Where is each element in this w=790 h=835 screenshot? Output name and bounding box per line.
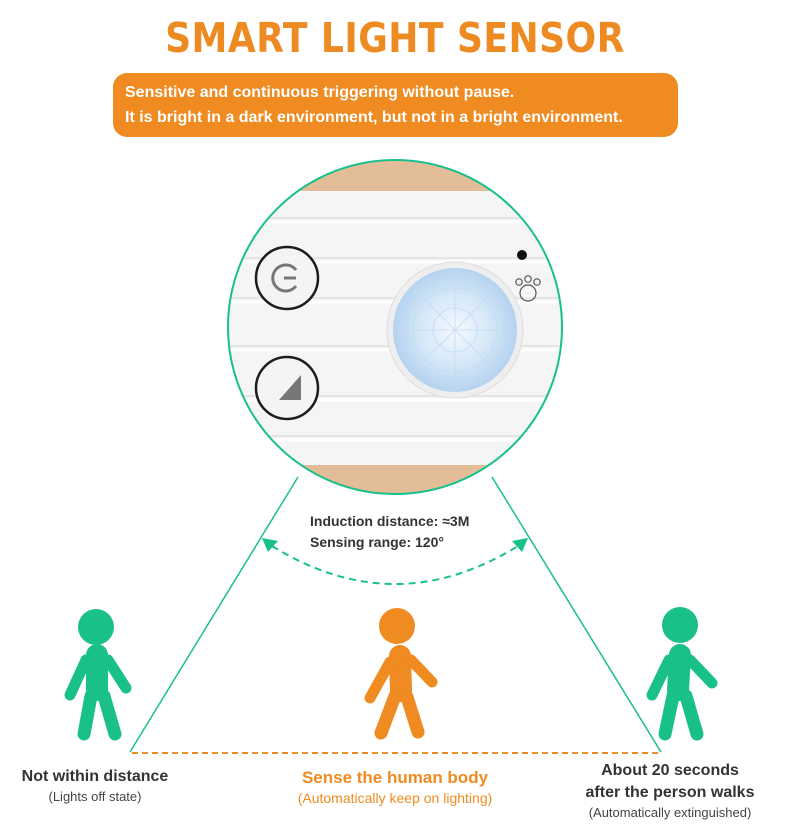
- state-after-leaving: About 20 seconds after the person walks …: [575, 760, 765, 822]
- state-label-line-1: About 20 seconds: [601, 762, 739, 779]
- person-icon: [64, 609, 132, 741]
- state-label-line-2: after the person walks: [585, 784, 755, 801]
- state-label: Not within distance: [21, 768, 169, 785]
- indicator-dot-icon: [517, 250, 527, 260]
- page-title: SMART LIGHT SENSOR: [165, 14, 625, 62]
- person-icon: [364, 608, 438, 740]
- feature-banner: Sensitive and continuous triggering with…: [113, 73, 678, 137]
- state-sub: (Automatically keep on lighting): [297, 790, 493, 806]
- power-button-icon: [254, 245, 320, 311]
- state-label: Sense the human body: [301, 768, 489, 787]
- arc-arrow-left-icon: [262, 538, 278, 552]
- state-sub: (Automatically extinguished): [588, 805, 752, 820]
- arc-arrow-right-icon: [512, 538, 528, 552]
- triangle-mode-icon: [254, 355, 320, 421]
- person-icon: [646, 607, 718, 741]
- banner-line-1: Sensitive and continuous triggering with…: [125, 84, 515, 101]
- banner-line-2: It is bright in a dark environment, but …: [125, 109, 623, 126]
- sensor-info: Induction distance: ≈3M Sensing range: 1…: [310, 511, 469, 553]
- state-not-in-range: Not within distance (Lights off state): [5, 766, 185, 806]
- sensing-range-arc: [262, 538, 528, 585]
- state-sub: (Lights off state): [48, 789, 142, 804]
- sensing-range: Sensing range: 120°: [310, 534, 444, 550]
- paw-icon: [515, 275, 541, 302]
- sensing-cone: [129, 476, 662, 754]
- induction-distance: Induction distance: ≈3M: [310, 513, 470, 529]
- state-sensing: Sense the human body (Automatically keep…: [270, 767, 520, 807]
- wood-surface-bottom: [228, 465, 562, 494]
- magnified-device: [227, 159, 563, 495]
